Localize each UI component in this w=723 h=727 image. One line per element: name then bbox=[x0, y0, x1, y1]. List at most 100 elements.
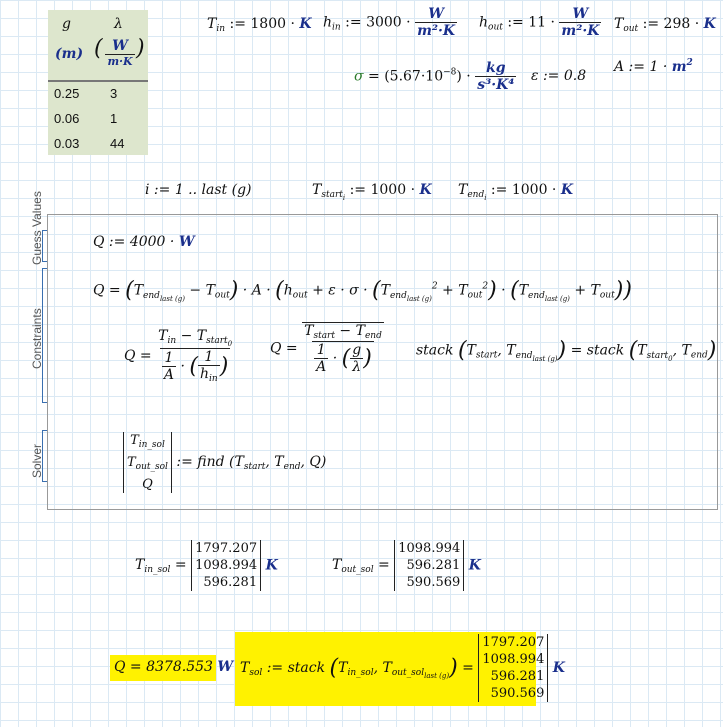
result-sub: sol bbox=[249, 668, 263, 678]
table-cell[interactable]: 0.06 bbox=[54, 111, 80, 126]
sigma-exp: −8 bbox=[443, 67, 457, 78]
result-label: T bbox=[135, 556, 145, 573]
var-index: i bbox=[342, 194, 346, 202]
highlight-t-sol bbox=[235, 632, 536, 706]
unit: K bbox=[703, 16, 716, 32]
var-name: T bbox=[614, 16, 624, 32]
solver-find[interactable]: Tin_sol Tout_sol Q := find (Tstart, Tend… bbox=[123, 432, 326, 493]
unit-g: (m) bbox=[55, 46, 84, 62]
def-t-start[interactable]: Tstarti := 1000 · K bbox=[312, 182, 432, 202]
matrix-value: 596.281 bbox=[490, 669, 545, 684]
var-name: T bbox=[207, 16, 217, 32]
highlight-q bbox=[110, 655, 216, 681]
unit: K bbox=[265, 557, 278, 574]
find-vector: Tin_sol Tout_sol Q bbox=[123, 432, 172, 493]
var-sub: start bbox=[321, 190, 343, 200]
unit-lambda-num: W bbox=[112, 38, 128, 54]
paren-left: ( bbox=[94, 36, 103, 61]
solve-block[interactable] bbox=[47, 214, 718, 510]
unit-den: m²·K bbox=[559, 22, 602, 39]
sigma-value: (5.67·10 bbox=[384, 68, 444, 85]
var-value: 1000 bbox=[370, 182, 407, 198]
result-t-sol[interactable]: Tsol := stack (Tin_sol, Tout_sollast (g)… bbox=[240, 634, 565, 702]
unit-den: m²·K bbox=[415, 22, 458, 39]
sigma-symbol: σ bbox=[354, 68, 364, 85]
matrix-value: 1098.994 bbox=[195, 558, 258, 573]
var-value: 1800 bbox=[250, 16, 287, 32]
unit: K bbox=[560, 182, 574, 198]
var-name: T bbox=[458, 182, 468, 198]
result-label: T bbox=[240, 660, 250, 676]
var-sub: out bbox=[623, 24, 639, 34]
constraint-stack[interactable]: stack (Tstart, Tendlast (g)) = stack (Ts… bbox=[416, 338, 717, 363]
var-value: 298 bbox=[663, 16, 691, 32]
matrix-value: 1098.994 bbox=[482, 652, 545, 667]
result-matrix: 1797.207 1098.994 596.281 bbox=[191, 540, 262, 591]
result-sub: in_sol bbox=[144, 564, 171, 575]
def-t-end[interactable]: Tendi := 1000 · K bbox=[458, 182, 574, 202]
unit: K bbox=[299, 16, 312, 32]
unit-num: W bbox=[572, 6, 589, 22]
result-t-out-sol[interactable]: Tout_sol = 1098.994 596.281 590.569 K bbox=[332, 540, 481, 591]
var-value: 3000 bbox=[366, 14, 402, 31]
result-t-in-sol[interactable]: Tin_sol = 1797.207 1098.994 596.281 K bbox=[135, 540, 278, 591]
var-index: i bbox=[484, 194, 487, 202]
header-rule bbox=[48, 80, 148, 82]
col-header-lambda: λ bbox=[114, 16, 123, 32]
unit: W bbox=[178, 234, 195, 250]
table-cell[interactable]: 0.25 bbox=[54, 86, 80, 101]
def-t-in[interactable]: Tin := 1800 · K bbox=[207, 16, 312, 34]
paren-right: ) bbox=[136, 36, 145, 61]
matrix-value: 1797.207 bbox=[482, 635, 545, 650]
table-cell[interactable]: 3 bbox=[110, 86, 118, 101]
def-area[interactable]: A := 1 · m2 bbox=[614, 58, 693, 75]
table-cell[interactable]: 0.03 bbox=[54, 136, 80, 151]
q-text: Q = 8378.553 bbox=[114, 659, 218, 675]
unit-lambda-den: m·K bbox=[105, 54, 135, 68]
range-i[interactable]: i := 1 .. last (g) bbox=[145, 182, 252, 198]
var-sub: out bbox=[488, 22, 503, 33]
result-sub: out_sol bbox=[341, 564, 374, 575]
unit: K bbox=[552, 660, 565, 676]
constraints-label: Constraints bbox=[30, 308, 44, 369]
result-matrix: 1797.207 1098.994 596.281 590.569 bbox=[478, 634, 549, 702]
unit-den: s³·K⁴ bbox=[475, 76, 517, 93]
constraint-energy-balance[interactable]: Q = (Tendlast (g) − Tout) · A · (hout + … bbox=[93, 278, 632, 303]
guess-values-label: Guess Values bbox=[30, 191, 44, 265]
result-q[interactable]: Q = 8378.553 W bbox=[114, 659, 233, 675]
def-epsilon[interactable]: ε := 0.8 bbox=[531, 68, 587, 84]
col-header-g: g bbox=[62, 16, 71, 32]
unit: K bbox=[419, 182, 432, 198]
solver-label: Solver bbox=[30, 443, 44, 478]
result-label: T bbox=[332, 556, 342, 573]
var-sub: in bbox=[332, 22, 341, 33]
guess-bracket bbox=[42, 230, 47, 262]
var-value: 1000 bbox=[511, 182, 548, 198]
var-sub: end bbox=[467, 190, 485, 200]
unit: W bbox=[217, 659, 234, 675]
def-t-out[interactable]: Tout := 298 · K bbox=[614, 16, 716, 34]
matrix-value: 590.569 bbox=[490, 686, 545, 701]
result-matrix: 1098.994 596.281 590.569 bbox=[394, 540, 465, 591]
var-value: 11 bbox=[528, 14, 547, 31]
table-cell[interactable]: 1 bbox=[110, 111, 118, 126]
matrix-value: 596.281 bbox=[203, 575, 258, 590]
solver-bracket bbox=[42, 430, 47, 482]
unit-num: kg bbox=[486, 60, 506, 76]
unit-num: W bbox=[428, 6, 444, 22]
unit-exp: 2 bbox=[686, 58, 693, 68]
area-text: A := 1 · bbox=[614, 59, 672, 75]
table-cell[interactable]: 44 bbox=[110, 136, 125, 151]
guess-q[interactable]: Q := 4000 · W bbox=[93, 234, 195, 250]
matrix-value: 1797.207 bbox=[195, 541, 258, 556]
matrix-value: 596.281 bbox=[406, 558, 461, 573]
matrix-value: 590.569 bbox=[406, 575, 461, 590]
unit: m bbox=[671, 59, 687, 75]
var-name: h bbox=[479, 14, 489, 31]
